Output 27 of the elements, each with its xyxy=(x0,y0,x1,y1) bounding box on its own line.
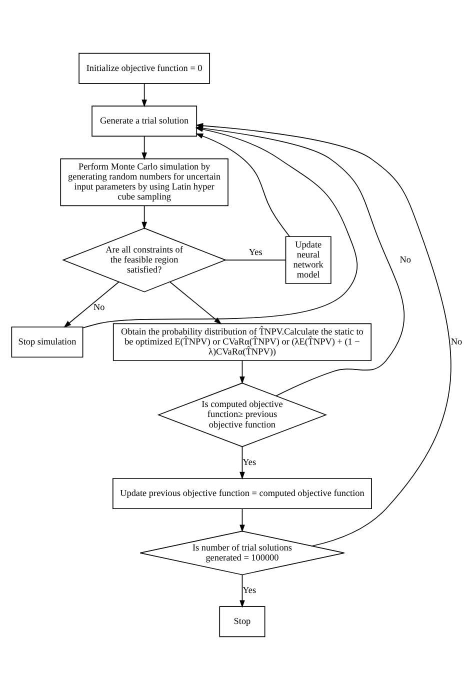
node-box: Update previous objective function = computed objective function xyxy=(112,478,372,510)
arrow xyxy=(142,83,147,108)
arrow xyxy=(240,446,245,480)
node-box: Update neural network model xyxy=(285,236,332,284)
edge-label: Yes xyxy=(242,456,256,467)
node-diamond: Is number of trial solutions generated = 100000 xyxy=(140,530,345,576)
arrow xyxy=(142,206,147,230)
node-diamond: Is computed objective function≥ previous objective function xyxy=(157,382,328,448)
arrow xyxy=(240,574,245,608)
node-box: Initialize objective function = 0 xyxy=(78,52,210,84)
arrow xyxy=(142,136,147,160)
arrow xyxy=(240,508,245,532)
node-box: Obtain the probability distribution of T̂NPV.Calculate the static to be optimized E(T̂NPV) or CVaRα(T̂NPV) or (λE(T̂NPV) + (1 − λ)CVaRα(T̂NPV)) xyxy=(112,323,372,361)
edge-label: Yes xyxy=(248,246,262,257)
edge-label: No xyxy=(400,254,412,264)
arrow xyxy=(240,360,245,384)
edge-label: Yes xyxy=(242,584,256,595)
node-box: Stop xyxy=(219,606,266,638)
edge-label: No xyxy=(450,336,462,346)
node-box: Perform Monte Carlo simulation by generating random numbers for uncertain input parameters by using Latin hyper cube sampling xyxy=(60,158,228,206)
edge-label: No xyxy=(94,302,105,312)
node-box: Stop simulation xyxy=(11,326,84,358)
arrow xyxy=(196,133,290,237)
arrow xyxy=(64,282,120,328)
node-box: Generate a trial solution xyxy=(92,106,198,137)
arrow xyxy=(170,282,222,324)
node-diamond: Are all constraints of the feasible region satisfied? xyxy=(62,228,227,292)
